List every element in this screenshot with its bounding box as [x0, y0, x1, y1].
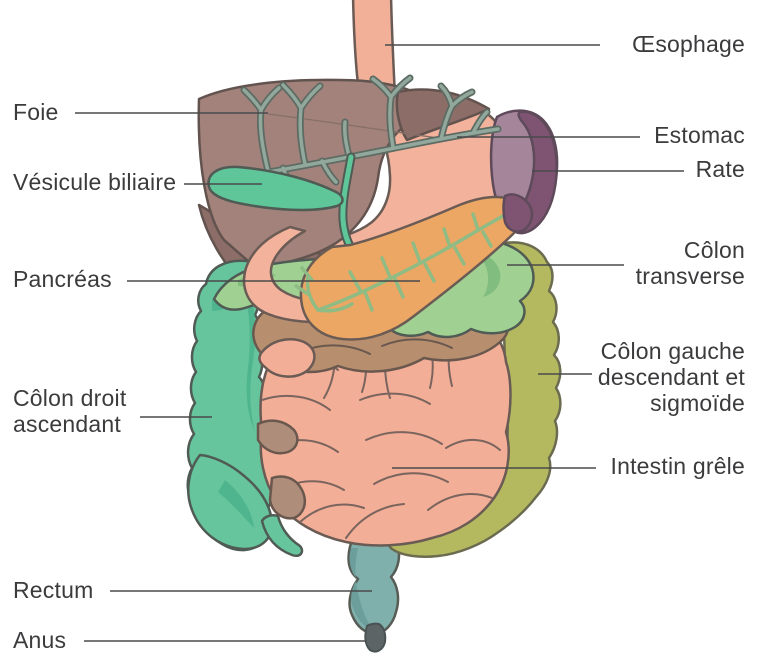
anus-nub	[364, 622, 387, 653]
label-oesophage: Œsophage	[632, 31, 745, 57]
label-intestin-grele: Intestin grêle	[610, 453, 745, 479]
salmon-coil-over-jejunum	[258, 338, 316, 378]
label-foie: Foie	[13, 99, 59, 125]
liver-crease-line	[267, 113, 453, 141]
common-bile-duct	[340, 154, 354, 251]
label-rectum: Rectum	[13, 577, 94, 603]
label-estomac: Estomac	[654, 122, 745, 148]
ascending-colon	[186, 259, 304, 557]
label-colon-droit: Côlon droit ascendant	[13, 385, 127, 437]
label-anus: Anus	[13, 627, 67, 653]
spleen-lower-tip	[502, 193, 534, 233]
appendix	[260, 513, 304, 557]
ascending-colon-shading	[212, 290, 256, 528]
label-colon-gauche: Côlon gauche descendant et sigmoïde	[597, 338, 745, 416]
gallbladder	[207, 165, 344, 212]
gallbladder-sac	[207, 165, 344, 212]
label-colon-transverse: Côlon transverse	[635, 237, 745, 289]
rectum	[347, 536, 401, 653]
label-vesicule-biliaire: Vésicule biliaire	[13, 169, 177, 195]
label-pancreas: Pancréas	[13, 266, 112, 292]
leader-lines	[75, 44, 684, 642]
rectum-shading	[349, 548, 376, 631]
pancreas	[294, 195, 525, 341]
ileum-patches	[256, 419, 306, 520]
label-rate: Rate	[695, 156, 745, 182]
